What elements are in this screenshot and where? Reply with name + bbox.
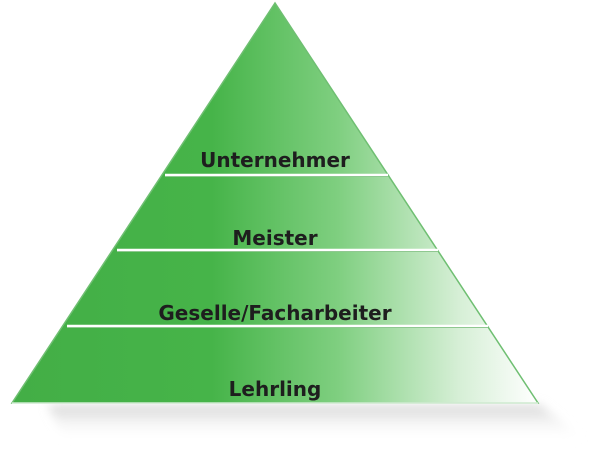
level-label-meister: Meister <box>232 226 318 250</box>
level-label-geselle-facharbeiter: Geselle/Facharbeiter <box>158 301 392 325</box>
level-label-unternehmer: Unternehmer <box>200 148 350 172</box>
pyramid-body <box>10 1 540 404</box>
level-dividers <box>67 173 488 328</box>
pyramid-shadow <box>48 405 585 440</box>
level-label-lehrling: Lehrling <box>228 377 322 401</box>
